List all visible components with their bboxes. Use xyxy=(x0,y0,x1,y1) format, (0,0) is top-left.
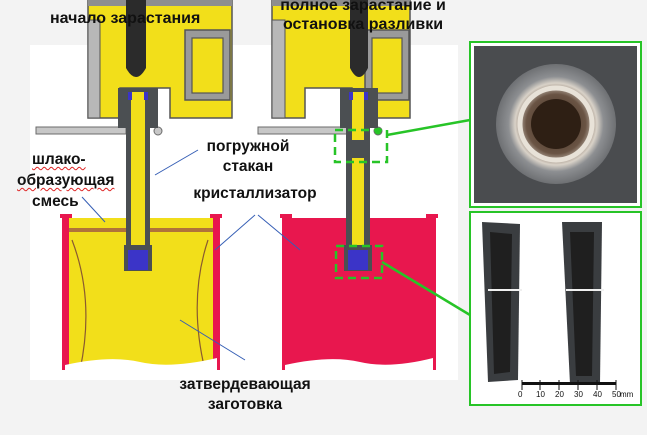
leader-billet xyxy=(179,319,246,361)
slag-label-line1: шлако- xyxy=(32,151,86,168)
scale-unit-label: mm xyxy=(620,390,634,399)
title-right-line1: полное зарастание и xyxy=(280,0,446,14)
leader-mold-right xyxy=(257,214,301,251)
callout-box-top xyxy=(333,128,389,164)
clog-constriction xyxy=(352,140,364,158)
leader-mold-left xyxy=(214,214,256,251)
nozzle-left xyxy=(118,88,158,271)
scale-tick-label: 50 xyxy=(612,390,621,399)
left-schematic xyxy=(35,0,246,372)
scale-tick-label: 40 xyxy=(593,390,602,399)
tundish-left xyxy=(87,0,233,119)
clog-deposit-right xyxy=(348,250,368,270)
stopper-rod-right xyxy=(350,0,368,77)
title-right-line2: остановка разливки xyxy=(282,16,444,33)
callout-line-bottom xyxy=(381,260,471,317)
title-left: начало зарастания xyxy=(50,10,201,27)
nozzle-right xyxy=(340,88,378,271)
callout-line-top xyxy=(386,118,471,137)
right-schematic xyxy=(154,0,471,372)
scale-tick-label: 0 xyxy=(518,390,523,399)
clog-deposit-left xyxy=(128,250,148,270)
scale-tick-label: 10 xyxy=(536,390,545,399)
nozzle-label-line2: стакан xyxy=(222,158,274,175)
mold-label: кристаллизатор xyxy=(193,185,317,202)
leader-nozzle xyxy=(154,149,199,176)
slag-label-line2: образующая xyxy=(17,172,115,189)
gate-bar-left xyxy=(35,126,127,135)
slag-label-line3: смесь xyxy=(32,193,79,210)
scale-tick-label: 30 xyxy=(574,390,583,399)
scale-bar xyxy=(521,380,617,390)
photo-cross-section xyxy=(469,41,642,208)
scale-tick-label: 20 xyxy=(555,390,564,399)
photo-longitudinal xyxy=(469,211,642,406)
stopper-rod-left xyxy=(126,0,146,77)
gate-bar-right xyxy=(257,126,349,135)
leader-slag xyxy=(81,196,106,223)
nozzle-label-line1: погружной xyxy=(206,138,290,155)
billet-label-line1: затвердевающая xyxy=(179,376,311,393)
billet-label-line2: заготовка xyxy=(207,396,283,413)
